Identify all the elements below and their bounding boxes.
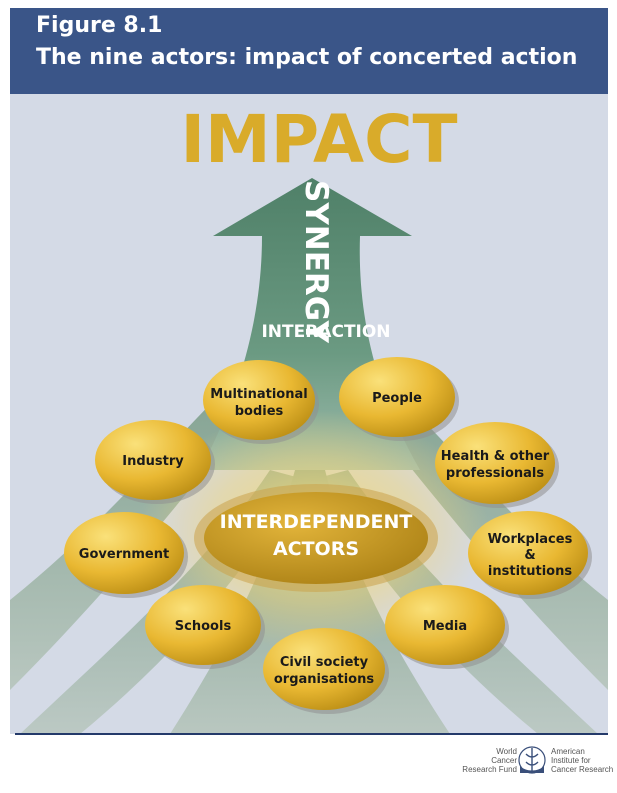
logo-text-line: Research Fund bbox=[462, 765, 517, 774]
logo-text-line: Cancer bbox=[491, 756, 517, 765]
synergy-label: SYNERGY bbox=[298, 180, 334, 344]
figure-header bbox=[10, 8, 608, 94]
logo-text-line: Cancer Research bbox=[551, 765, 614, 774]
logo-text-line: Institute for bbox=[551, 756, 591, 765]
actor-media: Media bbox=[385, 585, 509, 669]
actor-label: Media bbox=[423, 619, 467, 634]
actor-label: Workplaces bbox=[488, 532, 573, 547]
logo-text-line: World bbox=[496, 747, 517, 756]
aicr-logo-text: American Institute for Cancer Research bbox=[551, 747, 615, 774]
actor-label: institutions bbox=[488, 564, 572, 579]
wcrf-aicr-emblem-icon bbox=[518, 746, 546, 774]
actor-label: Industry bbox=[122, 454, 184, 469]
actor-industry: Industry bbox=[95, 420, 215, 504]
actor-label: Government bbox=[79, 547, 169, 562]
logo-text-line: American bbox=[551, 747, 585, 756]
figure-number: Figure 8.1 bbox=[36, 13, 163, 38]
actor-label: Civil society bbox=[280, 655, 369, 670]
actor-label: professionals bbox=[446, 466, 544, 481]
actor-civil-society: Civil society organisations bbox=[263, 628, 389, 714]
actor-label: bodies bbox=[235, 404, 284, 419]
center-label-line1: INTERDEPENDENT bbox=[220, 511, 413, 533]
actor-label: organisations bbox=[274, 672, 374, 687]
actor-schools: Schools bbox=[145, 585, 265, 669]
actor-label: & bbox=[524, 548, 535, 563]
actor-government: Government bbox=[64, 512, 188, 598]
actor-multinational-bodies: Multinational bodies bbox=[203, 360, 319, 444]
actor-health-professionals: Health & other professionals bbox=[435, 422, 559, 508]
actor-label: Multinational bbox=[210, 387, 307, 402]
actor-label: People bbox=[372, 391, 422, 406]
footer-rule bbox=[15, 733, 608, 735]
figure-title: The nine actors: impact of concerted act… bbox=[36, 45, 578, 70]
actor-label: Schools bbox=[175, 619, 232, 634]
interaction-label: INTERACTION bbox=[261, 322, 390, 342]
center-oval bbox=[204, 492, 428, 584]
wcrf-logo-text: World Cancer Research Fund bbox=[455, 747, 517, 774]
actor-people: People bbox=[339, 357, 459, 441]
impact-label: IMPACT bbox=[180, 101, 457, 178]
center-label-line2: ACTORS bbox=[273, 538, 359, 560]
actor-workplaces-institutions: Workplaces & institutions bbox=[468, 511, 592, 599]
actor-label: Health & other bbox=[441, 449, 550, 464]
